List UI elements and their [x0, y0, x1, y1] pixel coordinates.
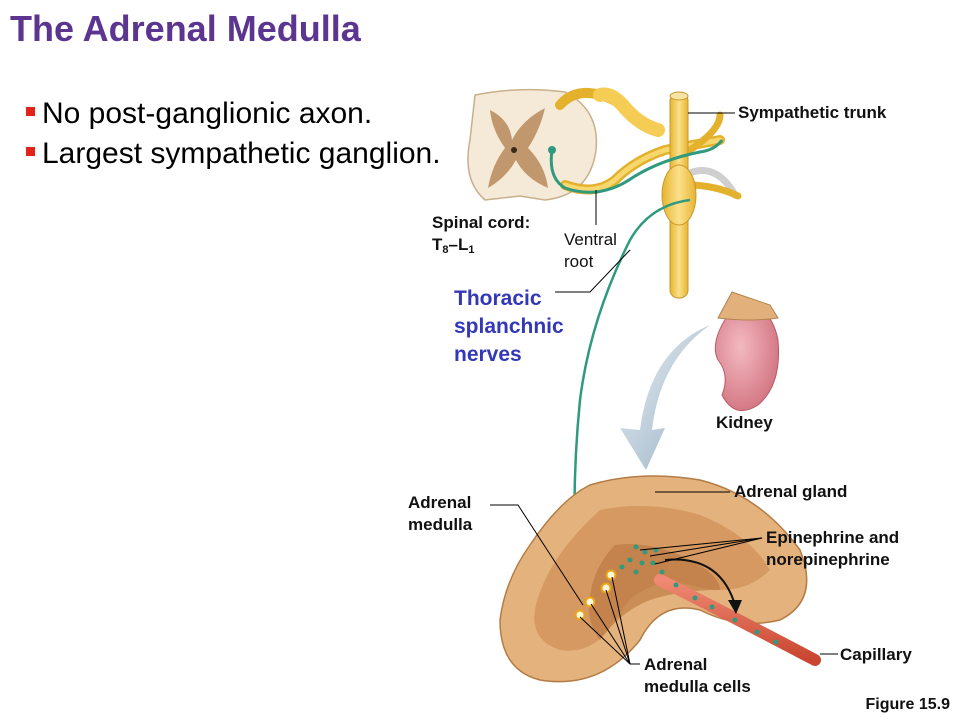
- bullet-item: Largest sympathetic ganglion.: [26, 134, 441, 174]
- adrenal-gland: [499, 475, 808, 683]
- label-adrenal-medulla-cells: Adrenal medulla cells: [644, 655, 751, 696]
- capillary: [654, 574, 821, 666]
- page-title: The Adrenal Medulla: [10, 8, 361, 49]
- kidney: [714, 291, 780, 412]
- label-ventral-root: Ventral root: [564, 230, 617, 271]
- hormone-granules: [619, 544, 779, 645]
- label-adrenal-gland: Adrenal gland: [734, 482, 848, 501]
- zoom-arrow: [620, 325, 710, 470]
- bullet-square-icon: [26, 147, 35, 156]
- label-adrenal-medulla: Adrenal medulla: [408, 493, 473, 534]
- figure-label: Figure 15.9: [865, 696, 950, 713]
- secretion-arrow: [664, 558, 736, 606]
- spinal-cord-section: [467, 88, 598, 201]
- label-thoracic-splanchnic-nerves: Thoracic splanchnic nerves: [454, 287, 564, 366]
- bullet-square-icon: [26, 107, 35, 116]
- label-capillary: Capillary: [840, 645, 912, 664]
- medulla-cells: [574, 569, 617, 621]
- label-sympathetic-trunk: Sympathetic trunk: [738, 103, 887, 122]
- label-kidney: Kidney: [716, 413, 773, 432]
- sympathetic-trunk: [661, 91, 697, 299]
- label-epinephrine-norepinephrine: Epinephrine and norepinephrine: [766, 528, 900, 569]
- neuron-cell-body: [548, 146, 556, 154]
- bullet-list: No post-ganglionic axon. Largest sympath…: [26, 94, 441, 174]
- leader-lines: [490, 112, 838, 665]
- bullet-item: No post-ganglionic axon.: [26, 94, 441, 134]
- label-spinal-cord: Spinal cord: T8–L1: [432, 213, 531, 256]
- preganglionic-fiber: [549, 139, 724, 194]
